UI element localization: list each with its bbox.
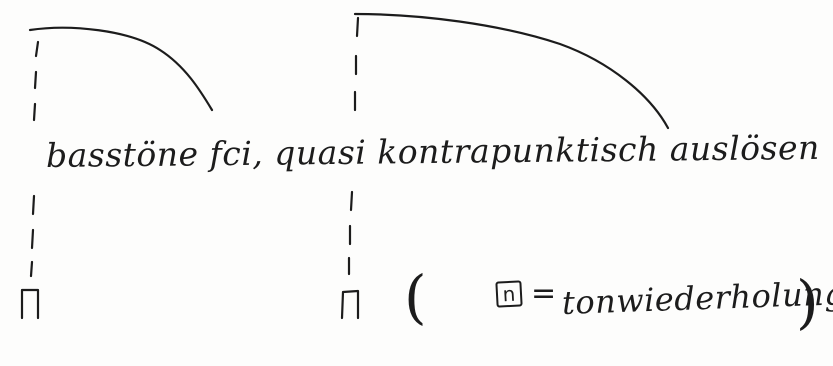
right-dashed-line	[347, 16, 360, 276]
close-paren: )	[796, 268, 819, 336]
left-dashed-line	[29, 40, 40, 278]
right-slur	[353, 12, 670, 130]
right-bracket-mark	[340, 289, 360, 320]
main-annotation-text: basstöne fci, quasi kontrapunktisch ausl…	[45, 127, 820, 175]
boxed-n-symbol: n	[495, 280, 523, 308]
equals-sign: =	[531, 276, 557, 311]
left-bracket-mark	[20, 288, 40, 320]
open-paren: (	[404, 263, 427, 331]
left-slur	[28, 26, 214, 112]
